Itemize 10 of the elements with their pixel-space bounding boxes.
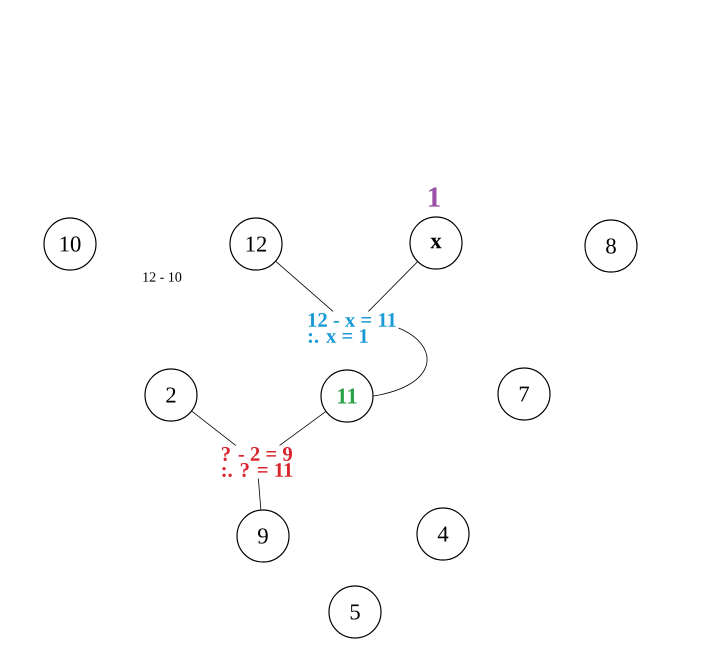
leader-line (373, 328, 428, 396)
leader-line (192, 410, 236, 446)
leader-line (368, 262, 418, 312)
note-text: 12 - 10 (143, 272, 182, 282)
answer-number: 1 (429, 187, 440, 207)
leader-line (279, 411, 326, 446)
leader-line (258, 478, 262, 510)
leader-line (276, 261, 334, 312)
equation-text: 12 - x = 11 :. x = 1 (308, 313, 396, 343)
equation-text: ? - 2 = 9 :. ? = 11 (222, 447, 292, 477)
